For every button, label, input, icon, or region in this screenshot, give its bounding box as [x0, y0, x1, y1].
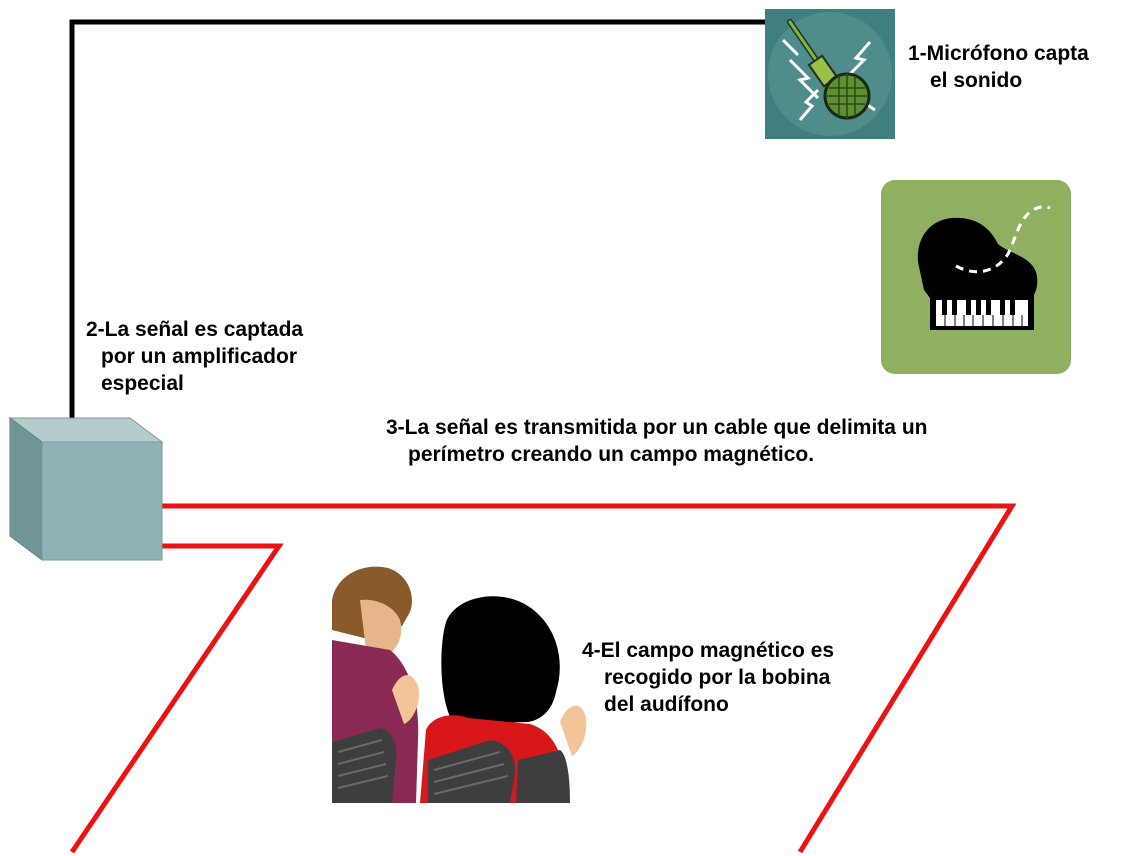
signal-cable — [69, 19, 765, 418]
loop-cable-inner — [69, 543, 284, 854]
step-2-label: 2-La señal es captada por un amplificado… — [86, 316, 303, 397]
step-1-line-1: 1-Micrófono capta — [908, 42, 1089, 65]
loop-cable-outer — [160, 503, 1017, 854]
step-1-label: 1-Micrófono capta el sonido — [908, 40, 1089, 94]
step-2-line-3: especial — [101, 372, 184, 395]
audience-icon — [332, 566, 587, 803]
step-4-label: 4-El campo magnético es recogido por la … — [582, 637, 834, 718]
microphone-icon — [765, 9, 895, 139]
step-2-line-1: 2-La señal es captada — [86, 318, 304, 341]
step-3-label: 3-La señal es transmitida por un cable q… — [386, 414, 927, 468]
step-4-line-3: del audífono — [604, 693, 729, 716]
step-2-line-2: por un amplificador — [101, 345, 298, 368]
step-4-line-2: recogido por la bobina — [604, 666, 831, 689]
step-3-line-2: perímetro creando un campo magnético. — [408, 443, 815, 466]
step-1-line-2: el sonido — [930, 69, 1023, 92]
amplifier-box-icon — [8, 417, 164, 561]
step-3-line-1: 3-La señal es transmitida por un cable q… — [386, 416, 928, 439]
piano-icon — [881, 180, 1071, 374]
step-4-line-1: 4-El campo magnético es — [582, 639, 835, 662]
